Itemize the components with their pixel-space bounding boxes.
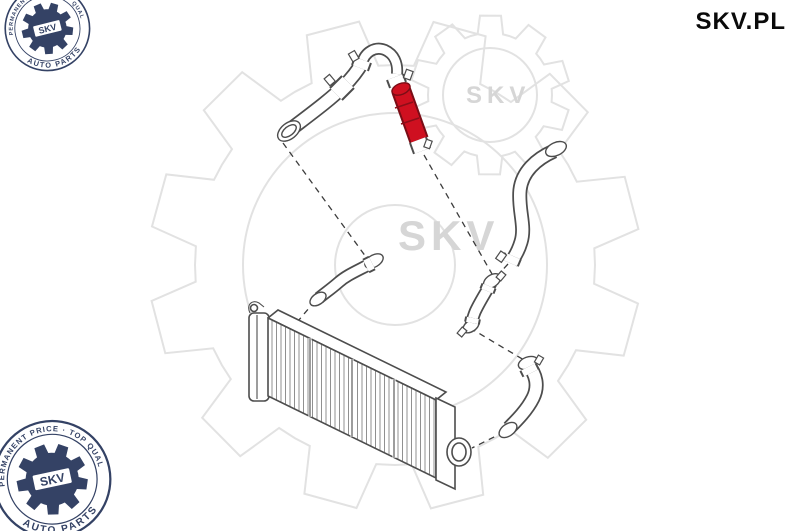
watermark-gear-small [409, 14, 571, 176]
clamp-screw [494, 250, 508, 264]
clamp-screw [456, 326, 468, 338]
clamp-band-inner [410, 137, 430, 154]
highlighted-hose-red [391, 82, 433, 155]
red-hose-ridge [394, 101, 414, 109]
watermark-text-small: SKV [466, 82, 530, 109]
hose-upper-right [494, 140, 568, 267]
clamp-band-inner [387, 74, 406, 88]
intercooler-left-tank [248, 312, 270, 402]
clamp-band-inner [481, 283, 495, 294]
intercooler-bracket-bolt [249, 303, 259, 313]
hose-top-assembly [276, 42, 433, 155]
clamp-band-inner [466, 316, 479, 325]
watermark-text-large: SKV [398, 212, 499, 259]
clamp-screw [323, 73, 337, 87]
red-hose-ridge [400, 117, 420, 125]
dashed-line [469, 327, 525, 361]
clamp-screw [533, 354, 545, 366]
watermark-gear-small-ring [442, 47, 538, 143]
quality-stamp-top-left [0, 0, 100, 82]
watermark-gear-large [150, 20, 640, 510]
watermark-gear-hub [334, 204, 456, 326]
clamp-band-inner [352, 57, 371, 71]
intercooler-drawing [248, 301, 472, 491]
skv-logo: SKV.PL [695, 8, 786, 35]
clamp-screw [347, 49, 360, 63]
elbow-pipe-body [357, 44, 402, 75]
clamp-band-inner [521, 363, 538, 377]
hose-open-end [544, 140, 568, 158]
intercooler-bracket [248, 301, 265, 314]
intercooler-right-tank [435, 396, 456, 491]
hose-body [315, 258, 375, 302]
dashed-line [423, 154, 493, 275]
hose-open-end-inner [281, 123, 297, 139]
quality-stamp-bottom-left [0, 406, 123, 531]
hose-open-end [309, 291, 327, 307]
clamp-screw [495, 270, 507, 282]
clamp-band-inner [330, 76, 354, 100]
hose-connector-middle-right [456, 270, 507, 338]
hose-open-end [498, 421, 518, 439]
clamp-band-inner [363, 257, 375, 272]
clamp-screw [423, 138, 433, 150]
hose-body [506, 145, 557, 266]
red-hose-end [391, 82, 411, 96]
dashed-line [282, 142, 367, 258]
hose-body [504, 361, 542, 433]
hose-middle-left [309, 253, 384, 307]
hose-lower-right [498, 354, 545, 439]
clamp-band-inner [503, 253, 520, 266]
clamp-screw [402, 68, 414, 81]
red-hose-body [393, 87, 427, 143]
intercooler-outlet-port-inner [451, 442, 467, 462]
